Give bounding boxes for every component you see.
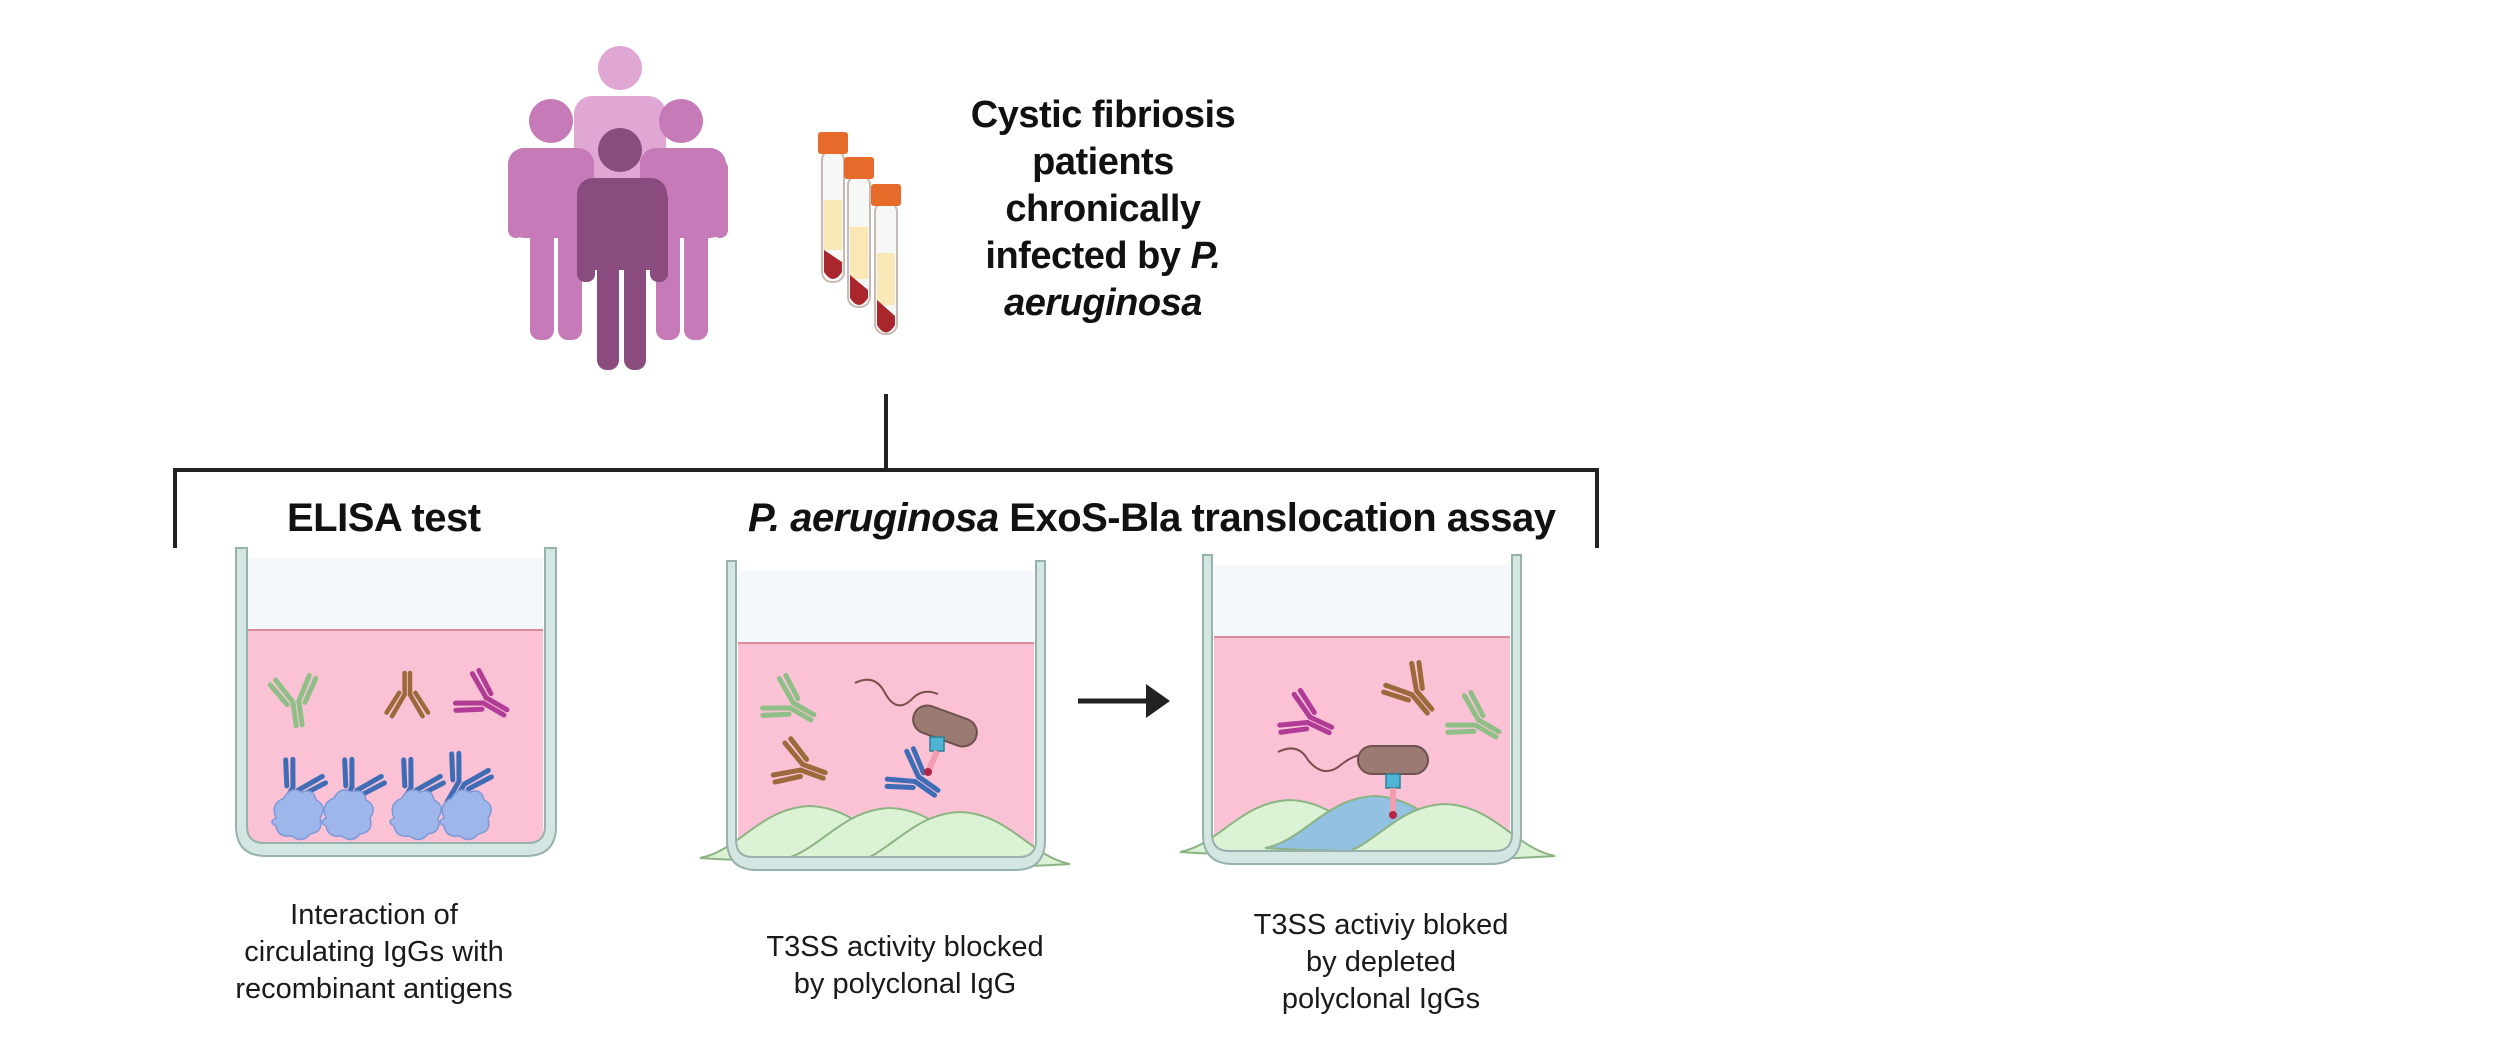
tube-1	[818, 132, 848, 283]
assay-well-depleted	[1179, 554, 1556, 865]
study-title: Cystic fibriosis patients chronically in…	[930, 92, 1276, 327]
assay-heading: P. aeruginosa ExoS-Bla translocation ass…	[748, 496, 1556, 540]
person-left	[508, 99, 594, 340]
depleted-caption-line-1: T3SS activiy bloked	[1253, 909, 1509, 941]
title-species-name: aeruginosa	[1004, 282, 1202, 324]
depleted-caption: T3SS activiy bloked by depleted polyclon…	[1181, 907, 1581, 1018]
polyclonal-caption-line-1: T3SS activity blocked	[766, 931, 1044, 963]
elisa-caption-line-1: Interaction of	[290, 899, 458, 931]
polyclonal-caption-line-2: by polyclonal IgG	[793, 968, 1017, 1000]
elisa-caption: Interaction of circulating IgGs with rec…	[174, 897, 574, 1008]
assay-well-polyclonal	[699, 560, 1071, 871]
depleted-caption-line-3: polyclonal IgGs	[1281, 983, 1481, 1015]
assay-heading-text: ExoS-Bla translocation assay	[998, 496, 1556, 540]
elisa-caption-line-2: circulating IgGs with	[244, 936, 504, 968]
person-front	[577, 128, 668, 370]
tube-3	[871, 184, 901, 335]
antigen-icon	[271, 789, 492, 841]
tube-2	[844, 157, 874, 308]
elisa-caption-line-3: recombinant antigens	[235, 973, 513, 1005]
patient-group-icon	[508, 46, 728, 370]
title-line-3: chronically	[1005, 188, 1201, 230]
elisa-heading: ELISA test	[287, 496, 481, 540]
bacterium-icon	[1277, 745, 1429, 819]
title-line-4: infected by P.	[930, 233, 1276, 280]
title-species-abbrev: P.	[1190, 235, 1222, 277]
blood-tube-icon	[818, 132, 901, 335]
bacterium-icon	[854, 678, 978, 776]
title-line-2: patients	[1032, 141, 1174, 183]
title-line-1: Cystic fibriosis	[970, 94, 1236, 136]
depleted-caption-line-2: by depleted	[1306, 946, 1456, 978]
title-line-5: aeruginosa	[930, 280, 1276, 327]
polyclonal-caption: T3SS activity blocked by polyclonal IgG	[705, 929, 1105, 1003]
bracket	[173, 468, 1599, 548]
elisa-well	[235, 547, 557, 857]
title-line-4-text: infected by	[985, 235, 1191, 277]
assay-heading-species: P. aeruginosa	[748, 496, 999, 540]
arrow-right-icon	[1078, 684, 1170, 718]
